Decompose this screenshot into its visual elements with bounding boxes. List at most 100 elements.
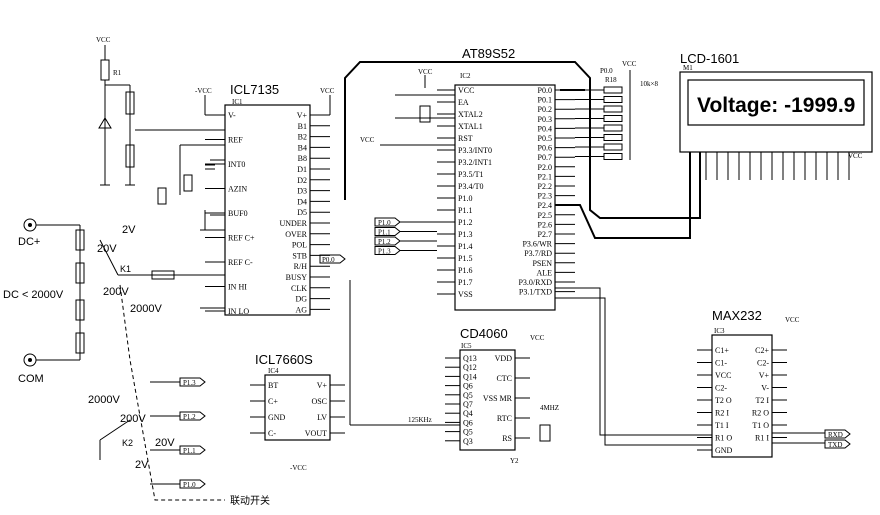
lcd-ref: M1 xyxy=(683,64,693,72)
pin-label: GND xyxy=(715,446,733,455)
at89s52-ref: IC2 xyxy=(460,72,471,80)
pin-label: IN HI xyxy=(228,283,247,292)
resistor-r1 xyxy=(100,59,110,81)
pin-label: REF xyxy=(228,136,243,145)
pin-label: C+ xyxy=(268,397,278,406)
pin-label: BUSY xyxy=(286,273,308,282)
pin-label: P3.4/T0 xyxy=(458,182,484,191)
pin-label: R2 O xyxy=(752,409,769,418)
sw-20v-label: 20V xyxy=(155,437,175,449)
pin-label: VOUT xyxy=(305,429,327,438)
zener-d1 xyxy=(98,117,112,129)
net-tag-label: P1.3 xyxy=(183,379,196,387)
pin-label: OSC xyxy=(311,397,327,406)
net-tag-p13 xyxy=(374,246,401,255)
net-tag-label: P1.2 xyxy=(183,413,196,421)
net-tag-p13 xyxy=(179,377,206,387)
max232-title: MAX232 xyxy=(712,308,762,323)
pin-label: OVER xyxy=(285,230,307,239)
resistor-r4 xyxy=(75,229,85,251)
net-tag-p12 xyxy=(374,236,401,246)
pin-label: Q13 xyxy=(463,354,477,363)
lcd-display-text: Voltage: -1999.9 xyxy=(697,94,855,117)
linked-switch-label: 联动开关 xyxy=(230,494,270,507)
pin-label: V- xyxy=(228,111,236,120)
pin-label: P2.6 xyxy=(538,220,552,229)
pin-label: VCC xyxy=(715,371,731,380)
pin-label: REF C+ xyxy=(228,234,255,243)
terminal-dot xyxy=(28,223,32,227)
pin-label: POL xyxy=(292,241,307,250)
pin-label: C2+ xyxy=(755,346,769,355)
pin-label: P3.7/RD xyxy=(524,249,552,258)
resistor-r10 xyxy=(151,270,175,280)
pin-label: EA xyxy=(458,98,469,107)
pin-label: LV xyxy=(317,413,327,422)
pin-label: RST xyxy=(458,134,473,143)
pin-label: B2 xyxy=(298,133,307,142)
pin-label: VSS xyxy=(458,290,473,299)
net-tag-label: P1.0 xyxy=(183,481,196,489)
pin-label: P0.2 xyxy=(538,105,552,114)
pin-label: D3 xyxy=(297,187,307,196)
cd4060-chip xyxy=(459,349,516,451)
pin-label: T1 I xyxy=(715,421,729,430)
vcc-label: VCC xyxy=(785,316,800,324)
vcc-label: VCC xyxy=(418,68,433,76)
pin-label: REF C- xyxy=(228,258,253,267)
pin-label: BUF0 xyxy=(228,209,248,218)
mhz-label: 4MHZ xyxy=(540,404,559,412)
y2-label: Y2 xyxy=(510,457,519,465)
resistor-r18 xyxy=(603,96,623,103)
switch-k2-label: K2 xyxy=(122,438,133,448)
net-tag-p12 xyxy=(179,411,206,421)
icl7660s-title: ICL7660S xyxy=(255,352,313,367)
resistor-r18 xyxy=(603,124,623,132)
vcc-label: VCC xyxy=(320,87,335,95)
pin-label: Q14 xyxy=(463,372,477,381)
pin-label: Q4 xyxy=(463,409,473,418)
pin-label: AZIN xyxy=(228,185,247,194)
freq-label: 125KHz xyxy=(408,416,432,424)
pin-label: Q6 xyxy=(463,382,473,391)
pin-label: D4 xyxy=(297,197,307,206)
switch-k2[interactable] xyxy=(99,419,131,441)
pin-label: UNDER xyxy=(279,219,307,228)
pin-label: V+ xyxy=(317,381,328,390)
resistor-r7 xyxy=(157,187,167,205)
linked-switch-line xyxy=(119,284,225,501)
uart-wire xyxy=(555,287,712,436)
crystal-y1 xyxy=(419,105,431,123)
pin-label: ALE xyxy=(536,268,552,277)
pin-label: P1.2 xyxy=(458,218,472,227)
pin-label: VCC xyxy=(458,86,474,95)
pin-label: P1.5 xyxy=(458,254,472,263)
pin-label: T2 O xyxy=(715,396,732,405)
pin-label: P0.3 xyxy=(538,115,552,124)
rxd-tag xyxy=(824,429,851,439)
switch-k1[interactable] xyxy=(99,239,119,276)
pin-label: GND xyxy=(268,413,286,422)
resistor-r5 xyxy=(75,262,85,284)
resistor-r18 xyxy=(603,143,623,151)
pin-label: R/H xyxy=(294,262,308,271)
at89s52-title: AT89S52 xyxy=(462,46,515,61)
cd4060-ref: IC5 xyxy=(461,342,472,350)
pin-label: P2.7 xyxy=(538,230,552,239)
max232-chip xyxy=(711,334,773,458)
pin-label: P2.4 xyxy=(538,201,552,210)
lcd-bus-wire xyxy=(555,150,691,239)
pin-label: P1.6 xyxy=(458,266,472,275)
pin-label: P0.7 xyxy=(538,153,552,162)
sw-2000v-label: 2000V xyxy=(88,394,120,406)
com-label: COM xyxy=(18,373,44,385)
resistor-r6 xyxy=(75,332,85,354)
resistor-r18 xyxy=(603,115,623,122)
pin-label: C2- xyxy=(715,384,727,393)
data-bus-wire xyxy=(344,61,701,219)
pin-label: VSS MR xyxy=(483,394,513,403)
pin-label: P3.2/INT1 xyxy=(458,158,492,167)
pin-label: DG xyxy=(295,295,307,304)
net-tag-p11 xyxy=(374,227,401,236)
